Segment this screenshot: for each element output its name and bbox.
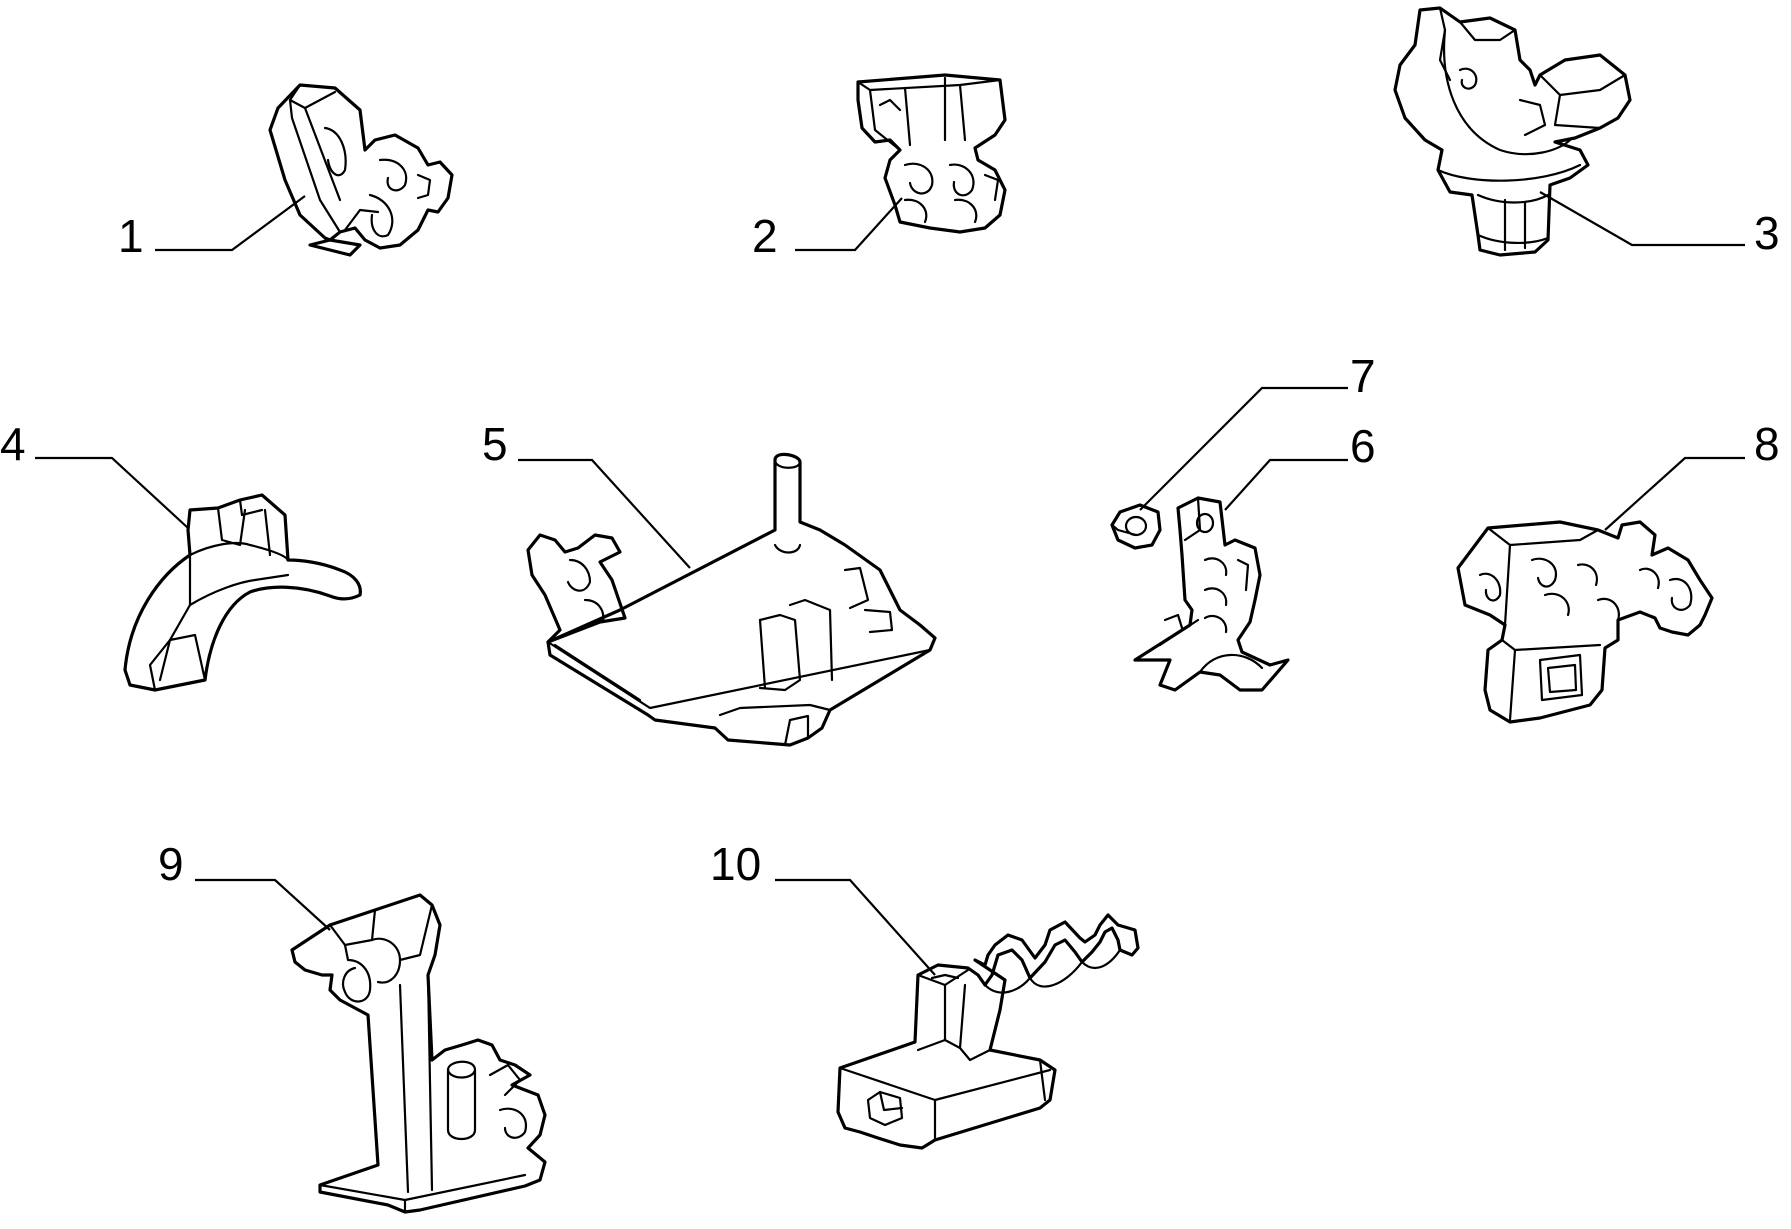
- part-4-arch-clip: [123, 493, 362, 692]
- leader-8: [1604, 456, 1745, 531]
- callout-5: 5: [482, 418, 508, 470]
- callout-9: 9: [158, 838, 184, 890]
- callout-1: 1: [118, 210, 144, 262]
- callout-7: 7: [1350, 350, 1376, 402]
- leader-6: [1224, 458, 1348, 511]
- part-3-holder: [1393, 6, 1632, 257]
- part-1-clip: [268, 83, 454, 257]
- part-5-plate-bracket: [526, 452, 937, 747]
- part-6-wire-bracket: [1133, 496, 1290, 692]
- callout-4: 4: [0, 418, 26, 470]
- leader-4: [35, 456, 189, 529]
- leader-5: [518, 458, 691, 569]
- leader-2: [795, 197, 903, 252]
- part-9-tall-bracket: [290, 893, 547, 1214]
- leader-3: [1539, 191, 1745, 247]
- part-7-nut: [1110, 503, 1162, 550]
- part-10-wavy-clip: [836, 913, 1140, 1150]
- callout-3: 3: [1754, 207, 1780, 259]
- callout-6: 6: [1350, 420, 1376, 472]
- leader-1: [155, 195, 306, 252]
- callout-8: 8: [1754, 418, 1780, 470]
- leader-9: [195, 878, 331, 931]
- part-8-block-connector: [1456, 520, 1714, 724]
- callout-10: 10: [710, 838, 761, 890]
- leader-7: [1139, 386, 1348, 511]
- part-2-clamp: [856, 73, 1007, 234]
- callout-2: 2: [752, 210, 778, 262]
- leader-10: [775, 878, 936, 976]
